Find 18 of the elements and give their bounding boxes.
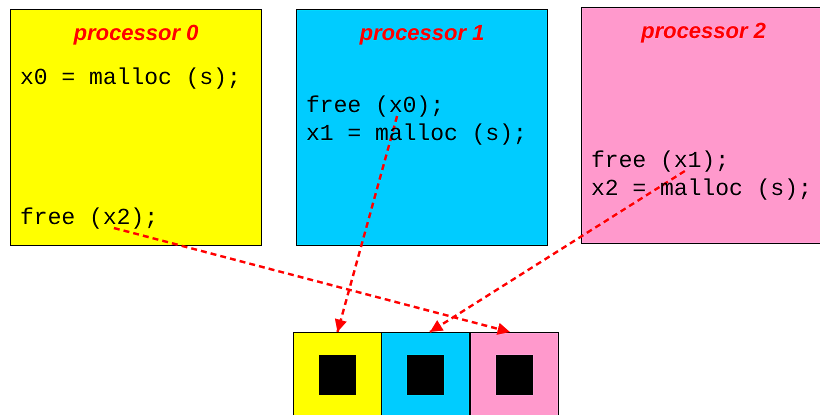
panel-title: processor 1 bbox=[360, 20, 484, 45]
code-line: free (x1); bbox=[591, 149, 730, 173]
panel-title: processor 2 bbox=[641, 18, 766, 43]
code-line: x0 = malloc (s); bbox=[20, 66, 241, 90]
code-line: free (x2); bbox=[20, 206, 158, 230]
panel-title: processor 0 bbox=[74, 20, 198, 45]
dashed-arrow bbox=[429, 170, 686, 334]
processor-panel bbox=[296, 9, 548, 246]
memory-block bbox=[470, 332, 559, 415]
memory-block bbox=[381, 332, 470, 415]
code-line: free (x0); bbox=[306, 94, 444, 118]
dashed-arrow bbox=[114, 226, 510, 335]
processor-panel bbox=[10, 9, 262, 246]
dashed-arrow bbox=[334, 116, 398, 332]
code-line: x1 = malloc (s); bbox=[306, 122, 527, 146]
processor-panel bbox=[581, 7, 820, 244]
memory-block bbox=[293, 332, 382, 415]
code-line: x2 = malloc (s); bbox=[591, 177, 812, 201]
